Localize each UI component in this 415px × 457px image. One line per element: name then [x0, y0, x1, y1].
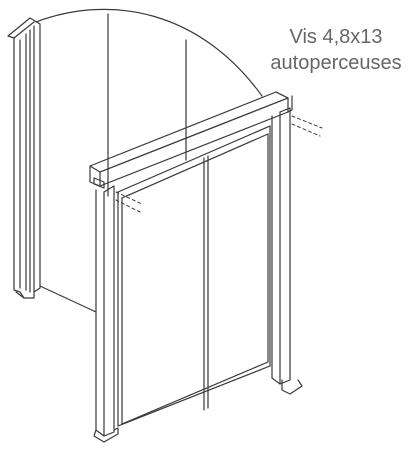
screw-line-lower-left-1 — [115, 191, 143, 205]
screw-annotation: Vis 4,8x13 autoperceuses — [258, 24, 414, 76]
screw-line-upper-right-1 — [291, 115, 323, 129]
screw-indicators — [115, 115, 323, 213]
screw-annotation-line1: Vis 4,8x13 — [289, 26, 383, 48]
top-rail — [89, 91, 293, 189]
front-left-profile — [93, 185, 119, 443]
front-right-profile — [271, 107, 303, 395]
door-glass-panel — [117, 125, 271, 427]
screw-line-upper-right-2 — [291, 123, 321, 137]
screw-line-lower-left-2 — [115, 199, 141, 213]
curved-rear-glass-panel — [35, 8, 263, 313]
rear-wall-profile — [7, 17, 41, 299]
screw-annotation-line2: autoperceuses — [270, 52, 402, 74]
